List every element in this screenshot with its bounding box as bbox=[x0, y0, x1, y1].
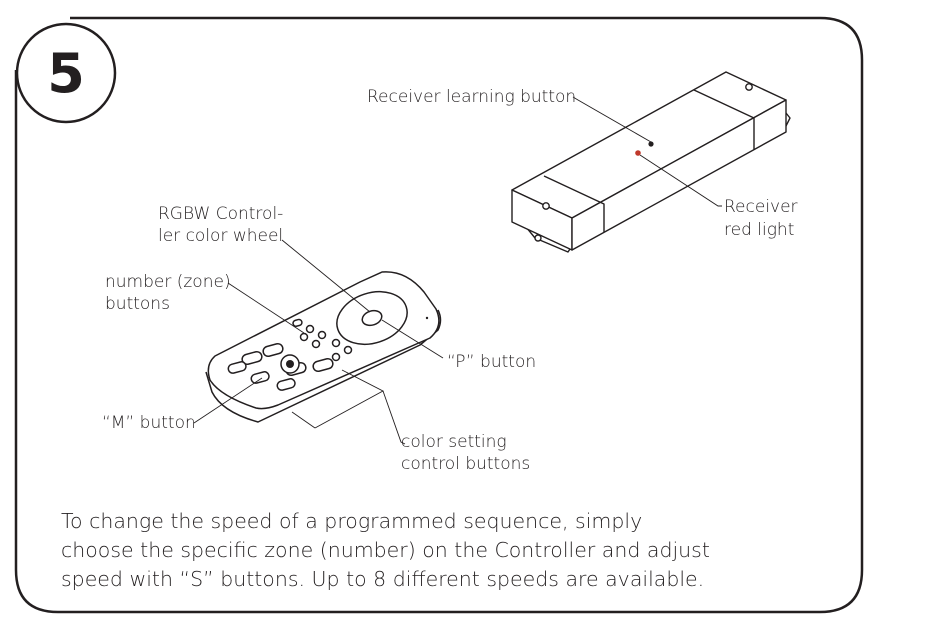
step-circle bbox=[15, 22, 117, 124]
label-zone-buttons-line1: number (zone) bbox=[105, 272, 231, 292]
label-receiver-red-light-line1: Receiver bbox=[724, 197, 798, 217]
caption-line-3: speed with “S” buttons. Up to 8 differen… bbox=[61, 567, 705, 591]
caption-line-2: choose the specific zone (number) on the… bbox=[61, 538, 710, 562]
receiver-red-light bbox=[635, 150, 641, 156]
label-color-setting-line1: color setting bbox=[401, 432, 507, 452]
leader-lines bbox=[193, 96, 722, 445]
label-zone-buttons-line2: buttons bbox=[105, 294, 170, 314]
label-color-setting-line2: control buttons bbox=[401, 454, 531, 474]
remote-controller-illustration bbox=[205, 271, 442, 423]
instruction-caption: To change the speed of a programmed sequ… bbox=[61, 507, 761, 594]
label-color-wheel-line1: RGBW Control- bbox=[158, 204, 284, 224]
label-color-wheel-line2: ler color wheel bbox=[158, 226, 284, 246]
label-receiver-learning-button: Receiver learning button bbox=[367, 87, 577, 107]
receiver-learning-button[interactable] bbox=[648, 141, 654, 147]
caption-line-1: To change the speed of a programmed sequ… bbox=[61, 509, 643, 533]
receiver-illustration bbox=[511, 71, 791, 253]
label-m-button: “M” button bbox=[102, 413, 196, 433]
frame-border bbox=[14, 16, 864, 614]
step-number: 5 bbox=[47, 41, 85, 105]
label-receiver-red-light-line2: red light bbox=[724, 220, 795, 240]
label-p-button: “P” button bbox=[447, 352, 537, 372]
